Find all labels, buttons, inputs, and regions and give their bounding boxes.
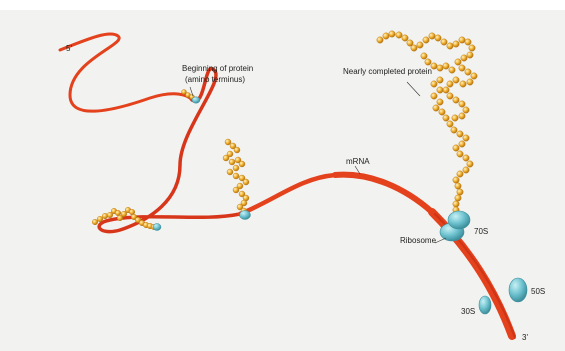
top-margin (0, 0, 565, 10)
label-beginning-line1: Beginning of protein (182, 64, 253, 74)
subunit-30s (479, 296, 491, 314)
label-beginning-line2: (amino terminus) (185, 75, 245, 85)
label-50s: 50S (531, 287, 545, 297)
label-mrna: mRNA (346, 157, 370, 167)
label-30s: 30S (461, 307, 475, 317)
label-70s: 70S (474, 227, 488, 237)
label-3-prime: 3' (522, 333, 528, 343)
label-nearly-completed: Nearly completed protein (343, 67, 432, 77)
label-ribosome: Ribosome (400, 236, 436, 246)
label-5-prime: 5' (66, 44, 72, 54)
subunit-50s (509, 278, 527, 302)
